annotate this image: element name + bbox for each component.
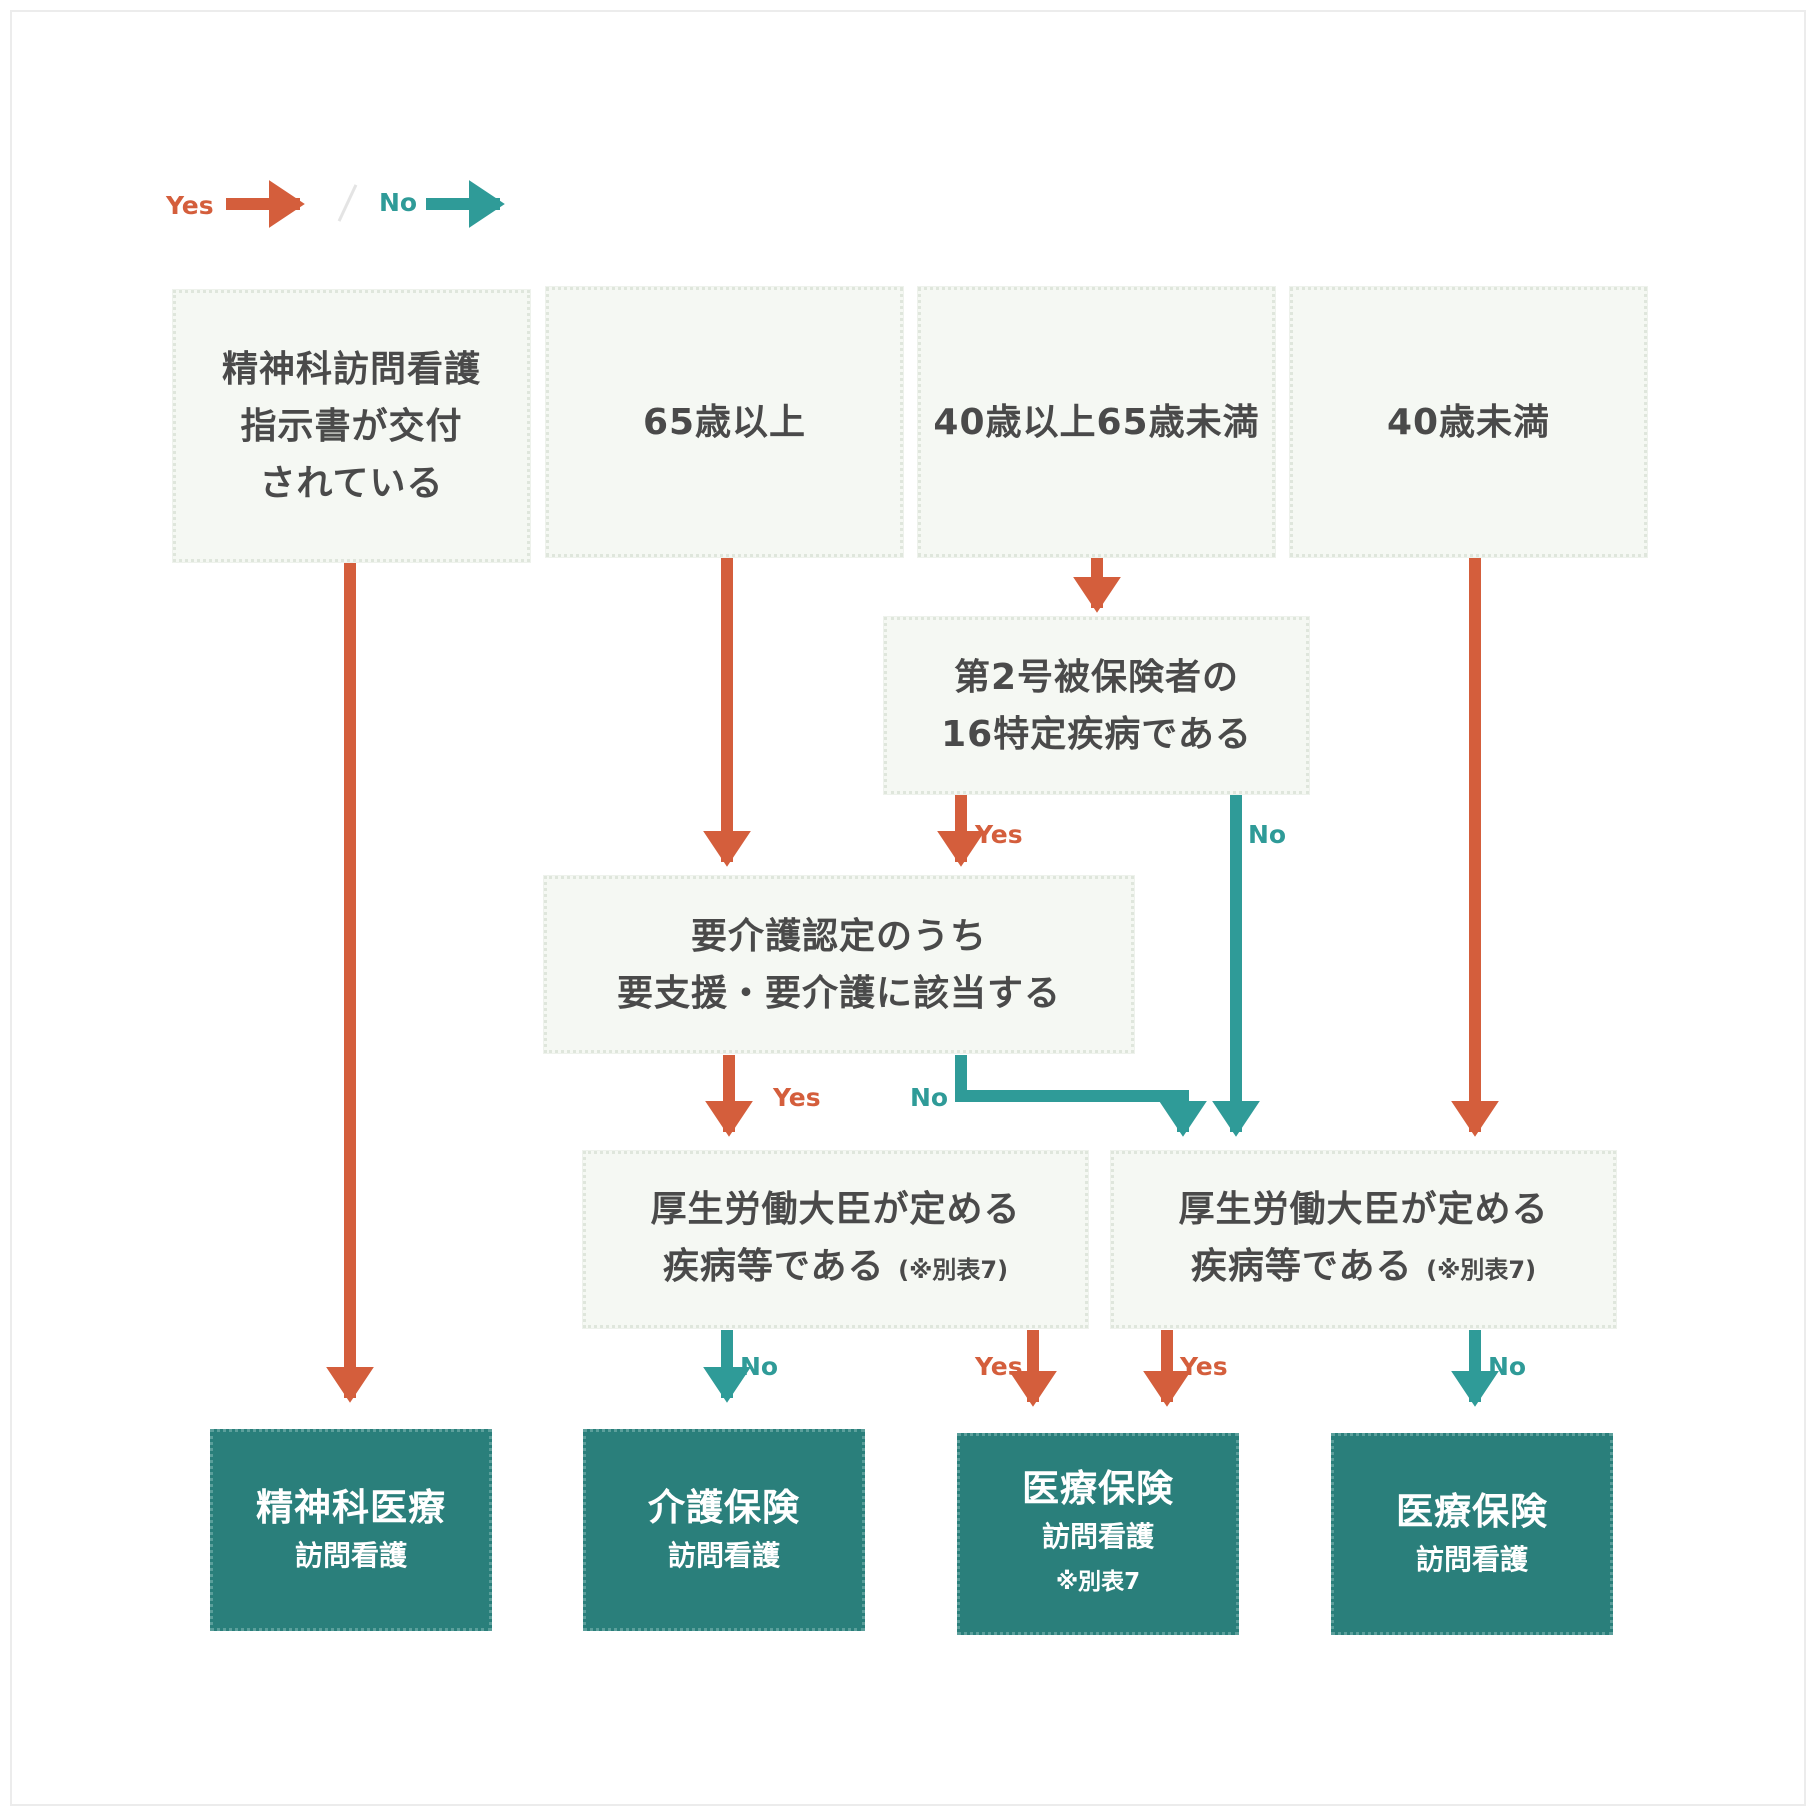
label-mhlw-left-yes: Yes [975,1352,1023,1381]
box-note: (※別表7) [898,1255,1009,1284]
box-line: 第2号被保険者の [953,656,1240,698]
result-psychiatric-care: 精神科医療 訪問看護 [210,1429,492,1631]
result-medical-insurance-table7: 医療保険 訪問看護 ※別表7 [957,1433,1239,1635]
label-mhlw-left-no: No [740,1352,779,1381]
box-mhlw-disease-right: 厚生労働大臣が定める 疾病等である (※別表7) [1111,1151,1616,1328]
box-specified-disease-16: 第2号被保険者の 16特定疾病である [884,617,1309,794]
box-line: 40歳以上65歳未満 [933,401,1260,443]
box-line-main: 疾病等である [662,1245,885,1287]
box-age-40-to-65: 40歳以上65歳未満 [918,287,1275,557]
box-line: 指示書が交付 [240,405,463,447]
box-line: 40歳未満 [1386,401,1551,443]
label-disease16-yes: Yes [975,820,1023,849]
label-mhlw-right-no: No [1488,1352,1527,1381]
box-line: 疾病等である (※別表7) [663,1238,1008,1299]
box-line-main: 疾病等である [1190,1245,1413,1287]
label-mhlw-right-yes: Yes [1180,1352,1228,1381]
box-line: 厚生労働大臣が定める [650,1188,1021,1230]
box-note: (※別表7) [1426,1255,1537,1284]
legend-no-label: No [379,188,418,217]
box-line: 疾病等である (※別表7) [1191,1238,1536,1299]
result-subtitle: 訪問看護 [667,1539,780,1572]
result-nursing-care-insurance: 介護保険 訪問看護 [583,1429,865,1631]
box-line: 16特定疾病である [941,713,1252,755]
result-title: 介護保険 [648,1486,800,1529]
result-subtitle: 訪問看護 [1415,1543,1528,1576]
label-disease16-no: No [1248,820,1287,849]
label-care-no: No [910,1083,949,1112]
legend-yes-label: Yes [166,191,214,220]
box-psychiatric-order: 精神科訪問看護 指示書が交付 されている [173,290,530,562]
arrow-care-no [955,1055,1207,1137]
label-care-yes: Yes [773,1083,821,1112]
box-line: 精神科訪問看護 [221,348,481,390]
result-note: ※別表7 [1055,1569,1141,1595]
box-age-under-40: 40歳未満 [1290,287,1647,557]
result-title: 精神科医療 [256,1486,446,1529]
box-age-65-plus: 65歳以上 [546,287,903,557]
result-subtitle: 訪問看護 [294,1539,407,1572]
result-subtitle: 訪問看護 [1041,1520,1154,1553]
box-line: 厚生労働大臣が定める [1178,1188,1549,1230]
box-line: されている [259,462,444,504]
box-line: 65歳以上 [642,401,807,443]
box-care-certification: 要介護認定のうち 要支援・要介護に該当する [544,876,1134,1053]
box-line: 要介護認定のうち [690,915,987,957]
box-line: 要支援・要介護に該当する [616,972,1061,1014]
result-title: 医療保険 [1022,1467,1174,1510]
result-medical-insurance: 医療保険 訪問看護 [1331,1433,1613,1635]
result-title: 医療保険 [1396,1490,1548,1533]
box-mhlw-disease-left: 厚生労働大臣が定める 疾病等である (※別表7) [583,1151,1088,1328]
